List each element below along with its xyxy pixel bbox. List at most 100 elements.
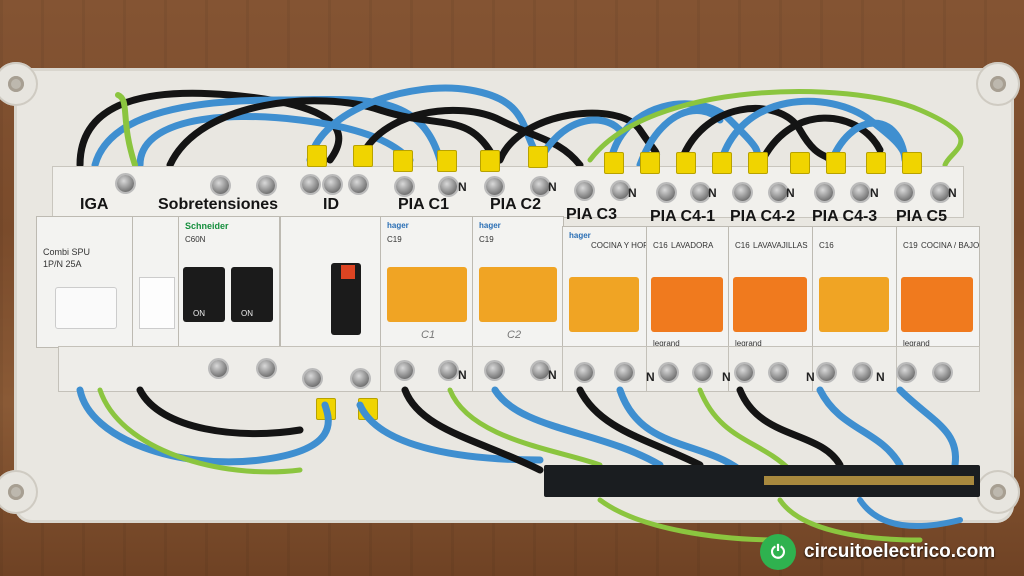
handwritten-label: C2 [507,329,522,341]
breaker-pia-c3: hager COCINA Y HORNO [562,226,661,352]
wire-ferrule [866,152,886,174]
bottom-terminal-row [380,346,474,392]
wire-ferrule [604,152,624,174]
breaker-pia-c1: hager C19 C1 [380,216,474,348]
terminal-screw [532,178,549,195]
terminal-screw [576,364,593,381]
wire-ferrule [307,145,327,167]
breaker-pia-c5: C19 COCINA / BAJO legrand [896,226,980,352]
breaker-pia-c2: hager C19 C2 [472,216,564,348]
on-mark: ON [241,309,253,318]
neutral-mark: N [458,368,467,382]
terminal-screw [692,184,709,201]
neutral-mark: N [548,368,557,382]
combi-spu-device: Combi SPU 1P/N 25A [36,216,134,348]
rating: C19 [479,235,494,244]
hager-brand: hager [569,231,591,240]
wire-ferrule [790,152,810,174]
wire-ferrule [437,150,457,172]
neutral-mark: N [458,180,467,194]
circuit-text: COCINA / BAJO [921,241,980,250]
neutral-mark: N [646,370,655,384]
schneider-c60n-breaker: Schneider C60N ON ON [178,216,280,348]
terminal-screw [304,370,321,387]
neutral-mark: N [948,186,957,200]
surge-protector-module [132,216,180,348]
terminal-screw [734,184,751,201]
label-pia-c4-2: PIA C4-2 [730,208,796,225]
plug-logo-icon: ⏻ [760,534,796,570]
mounting-ear [976,470,1020,514]
rating: C16 [653,241,668,250]
terminal-screw [486,178,503,195]
on-mark: ON [193,309,205,318]
terminal-screw [816,184,833,201]
mounting-ear [976,62,1020,106]
breaker-toggle [651,277,723,332]
wire-ferrule [676,152,696,174]
rating: C19 [903,241,918,250]
terminal-screw [658,184,675,201]
circuit-text: COCINA Y HORNO [591,241,661,250]
terminal-screw [210,360,227,377]
legrand-brand: legrand [903,339,930,348]
terminal-screw [440,178,457,195]
wire-ferrule [528,146,548,168]
breaker-toggle [231,267,273,322]
wire-ferrule [640,152,660,174]
terminal-screw [612,182,629,199]
neutral-mark: N [786,186,795,200]
mounting-ear [0,62,38,106]
terminal-screw [736,364,753,381]
terminal-screw [770,364,787,381]
terminal-screw [258,177,275,194]
terminal-screw [352,370,369,387]
terminal-screw [616,364,633,381]
label-iga: IGA [80,196,109,213]
terminal-screw [258,360,275,377]
terminal-screw [818,364,835,381]
circuit-text: LAVADORA [671,241,714,250]
watermark: ⏻ circuitoelectrico.com [760,533,995,571]
neutral-mark: N [548,180,557,194]
schneider-brand: Schneider [185,221,229,231]
terminal-screw [350,176,367,193]
neutral-mark: N [806,370,815,384]
neutral-mark: N [722,370,731,384]
rating: C16 [819,241,834,250]
breaker-toggle [819,277,889,332]
hager-brand: hager [387,221,409,230]
terminal-screw [896,184,913,201]
wire-ferrule [393,150,413,172]
terminal-screw [770,184,787,201]
label-sobretensiones: Sobretensiones [158,196,279,213]
breaker-toggle [733,277,807,332]
label-pia-c4-3: PIA C4-3 [812,208,878,225]
breaker-toggle [569,277,639,332]
mounting-ear [0,470,38,514]
breaker-toggle [901,277,973,332]
terminal-screw [934,364,951,381]
combi-rating: 1P/N 25A [43,259,82,269]
combi-name: Combi SPU [43,247,91,257]
rating: C16 [735,241,750,250]
breaker-toggle [479,267,557,322]
neutral-mark: N [870,186,879,200]
terminal-screw [324,176,341,193]
terminal-screw [302,176,319,193]
legrand-brand: legrand [735,339,762,348]
terminal-screw [898,364,915,381]
terminal-screw [660,364,677,381]
breaker-toggle [183,267,225,322]
hager-brand: hager [479,221,501,230]
neutral-mark: N [628,186,637,200]
label-pia-c1: PIA C1 [398,196,449,213]
c60n-model: C60N [185,235,206,244]
wire-ferrule [826,152,846,174]
terminal-screw [932,184,949,201]
neutral-mark: N [708,186,717,200]
watermark-text: circuitoelectrico.com [804,541,996,562]
label-pia-c3: PIA C3 [566,206,617,223]
